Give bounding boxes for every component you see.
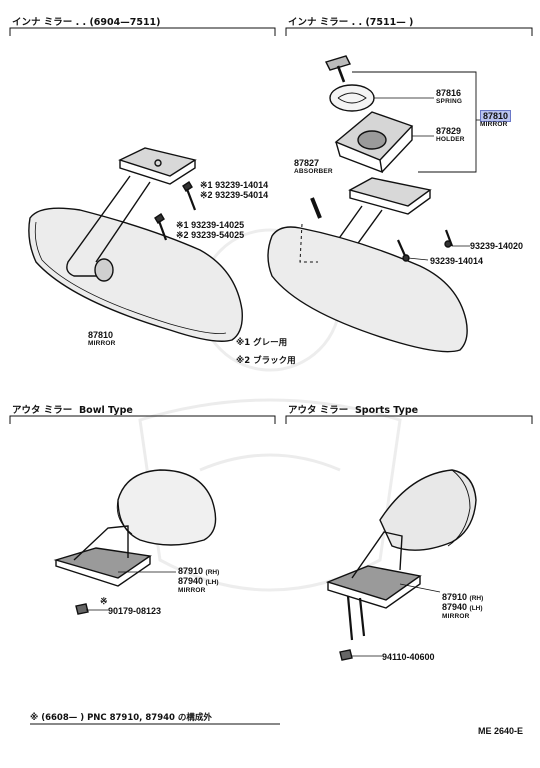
bowl-rh-tag: (RH) — [205, 569, 220, 576]
screw-a-part-no: 93239-14020 — [470, 241, 524, 251]
sports-lh-callout: 87940 (LH) — [442, 602, 483, 614]
spring-part-no: 87816 — [436, 88, 462, 98]
spring-name: SPRING — [436, 98, 463, 105]
outer-bowl-title: アウタ ミラー — [12, 405, 73, 416]
section-title-outer-sports: アウタ ミラー Sports Type — [288, 402, 418, 416]
bowl-nut-part-no: 90179-08123 — [108, 606, 162, 616]
sports-nut-part-no: 94110-40600 — [382, 652, 435, 662]
screw1-callout: ※1 93239-14014 — [200, 180, 268, 190]
screw2-callout: ※1 93239-14025 — [176, 220, 244, 230]
outer-mirror-bowl — [53, 469, 217, 615]
bowl-rh-part-no: 87910 — [178, 566, 204, 576]
screw2b-part-no: 93239-54025 — [191, 230, 245, 240]
sports-rh-part-no: 87910 — [442, 592, 468, 602]
outer-mirror-sports — [325, 469, 477, 661]
holder-name: HOLDER — [436, 136, 465, 143]
outer-bowl-type: Bowl Type — [78, 405, 133, 416]
highlighted-mirror-callout: 87810 MIRROR — [480, 110, 512, 128]
screw2-part-no: 93239-14025 — [191, 220, 245, 230]
sports-mirror-name: MIRROR — [442, 613, 470, 620]
screw2b-callout: ※2 93239-54025 — [176, 230, 244, 240]
screw-b-part-no: 93239-14014 — [430, 256, 484, 266]
inner-late-mirror-name: MIRROR — [480, 121, 508, 128]
screw1b-mark: ※2 — [200, 190, 213, 200]
absorber-part-no: 87827 — [294, 158, 320, 168]
sports-lh-tag: (LH) — [469, 605, 483, 612]
inner-mirror-early — [28, 147, 243, 342]
legend-item-2: ※2 ブラック用 — [236, 356, 296, 366]
outer-sports-title: アウタ ミラー — [288, 405, 349, 416]
footer-note: ※ (6608— ) PNC 87910, 87940 の構成外 — [30, 713, 212, 723]
outer-sports-type: Sports Type — [354, 405, 419, 416]
bowl-nut-mark: ※ — [100, 596, 108, 606]
inner-early-mirror-part-no: 87810 — [88, 330, 114, 340]
inner-mirror-late — [267, 55, 490, 353]
inner-early-mirror-name: MIRROR — [88, 340, 116, 347]
legend-item-1: ※1 グレー用 — [236, 338, 288, 348]
section-brackets — [9, 27, 533, 424]
section-title-inner-late: インナ ミラー . . (7511— ) — [288, 17, 414, 28]
screw2-mark: ※1 — [176, 220, 189, 230]
screw2b-mark: ※2 — [176, 230, 189, 240]
sports-rh-callout: 87910 (RH) — [442, 592, 483, 604]
bowl-mirror-name: MIRROR — [178, 587, 206, 594]
screw1-part-no: 93239-14014 — [215, 180, 269, 190]
inner-late-mirror-part-no: 87810 — [480, 110, 512, 122]
section-title-outer-bowl: アウタ ミラー Bowl Type — [12, 402, 133, 416]
screw1b-callout: ※2 93239-54014 — [200, 190, 268, 200]
figure-code: ME 2640-E — [478, 726, 524, 736]
bowl-lh-callout: 87940 (LH) — [178, 576, 219, 588]
screw1-mark: ※1 — [200, 180, 213, 190]
bowl-lh-part-no: 87940 — [178, 576, 204, 586]
holder-part-no: 87829 — [436, 126, 462, 136]
bowl-rh-callout: 87910 (RH) — [178, 566, 219, 578]
sports-rh-tag: (RH) — [469, 595, 484, 602]
screw1b-part-no: 93239-54014 — [215, 190, 269, 200]
absorber-name: ABSORBER — [294, 168, 333, 175]
sports-lh-part-no: 87940 — [442, 602, 468, 612]
bowl-lh-tag: (LH) — [205, 579, 219, 586]
section-title-inner-early: インナ ミラー . . (6904—7511) — [12, 17, 161, 28]
